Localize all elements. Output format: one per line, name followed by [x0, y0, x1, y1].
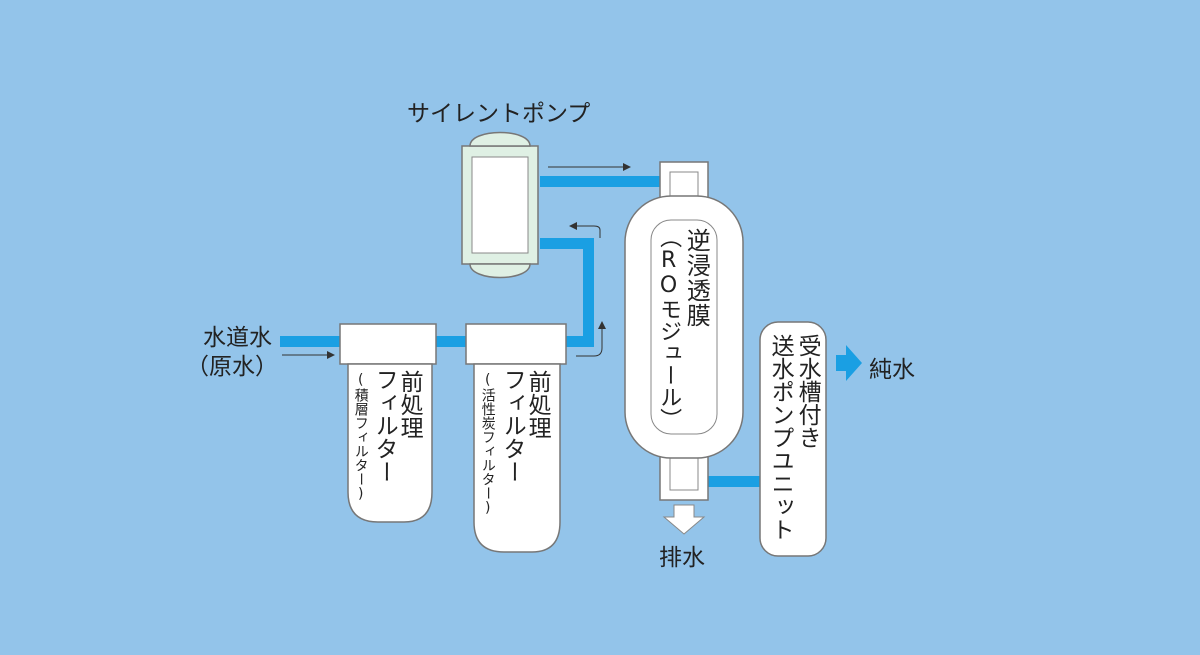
prefilter-1-sub: (積層フィルター)	[352, 372, 369, 502]
tap-water-label: 水道水	[203, 325, 272, 351]
right-arrow-icon	[836, 345, 862, 381]
pipe-riser	[583, 238, 594, 347]
prefilter-1-body	[347, 363, 433, 523]
prefilter-1	[339, 323, 437, 523]
ro-membrane	[650, 219, 718, 435]
prefilter-2-head	[465, 323, 567, 365]
flow-arrows	[282, 163, 631, 359]
prefilter-2-sub: (活性炭フィルター)	[479, 372, 496, 516]
pipes	[280, 176, 763, 487]
prefilter-2	[465, 323, 567, 553]
prefilter-2-title: 前処理	[524, 370, 551, 439]
prefilter-2-title2: フィルター	[499, 368, 526, 483]
ro-module	[624, 161, 744, 501]
pump-window	[471, 156, 529, 254]
silent-pump	[461, 131, 539, 279]
pump-label: サイレントポンプ	[407, 101, 591, 127]
pump-cap-bottom	[469, 263, 531, 279]
prefilter-1-title: 前処理	[396, 370, 423, 439]
thin-arrow-icon	[569, 222, 601, 238]
pipe-inlet	[280, 336, 342, 347]
ro-module-sub: （ROモジュール）	[656, 226, 682, 430]
pipe-ro-to-tank	[708, 476, 763, 487]
thin-arrow-icon	[576, 321, 606, 357]
tank-unit-box	[759, 321, 827, 557]
pure-water-label: 純水	[869, 357, 915, 383]
tank-unit-line1: 受水槽付き	[794, 334, 821, 449]
pipe-pump-to-ro	[540, 176, 662, 187]
pipe-filter-link	[436, 336, 468, 347]
pump-cap-top	[469, 131, 531, 147]
prefilter-2-body	[473, 363, 561, 553]
pipe-to-pump	[540, 238, 594, 249]
tap-water-sub-label: （原水）	[186, 354, 278, 380]
pipe-filter2-out	[564, 336, 594, 347]
ro-module-title: 逆浸透膜	[682, 228, 711, 328]
prefilter-1-head	[339, 323, 437, 365]
down-arrow-icon	[662, 504, 706, 535]
tank-unit-line2: 送水ポンプユニット	[767, 334, 794, 541]
prefilter-1-title2: フィルター	[371, 368, 398, 483]
drain-label: 排水	[659, 545, 705, 571]
